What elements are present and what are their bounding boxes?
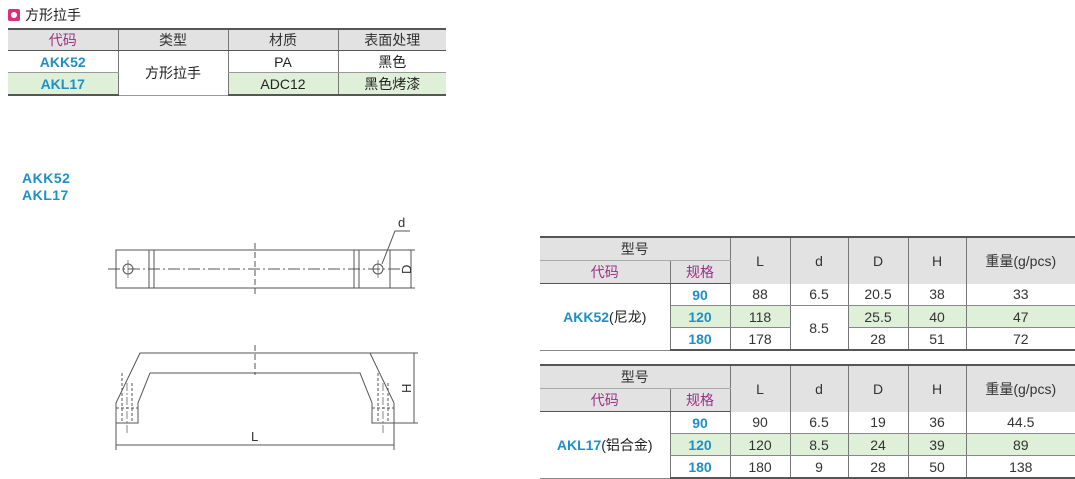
D-cell: 25.5 [847,305,908,328]
H-cell: 51 [907,327,966,351]
H-cell: 50 [907,455,966,479]
size-cell: 120 [669,433,730,456]
top-view [108,230,415,295]
d-cell: 8.5 [789,433,848,456]
header-weight: 重量(g/pcs) [965,364,1075,412]
size-cell: 120 [669,305,730,328]
header-code: 代码 [540,260,670,284]
header-H: H [907,236,966,284]
D-cell: 28 [847,455,908,479]
table-row: AKL17 ADC12 黑色烤漆 [8,72,446,96]
L-cell: 178 [729,327,790,351]
header-D: D [847,364,908,412]
dim-label-L: L [251,429,258,444]
table-row: AKK52 方形拉手 PA 黑色 [8,50,446,96]
D-cell: 24 [847,433,908,456]
row-code: AKL17 [8,72,118,96]
table-row: 120 120 8.5 24 39 89 [540,433,1075,456]
weight-cell: 138 [965,455,1075,479]
header-code: 代码 [8,28,118,51]
row-finish: 黑色烤漆 [337,72,446,96]
D-cell: 19 [847,411,908,434]
D-cell: 20.5 [847,283,908,306]
section-bullet-icon [8,9,20,21]
front-view [115,345,418,450]
d-cell: 6.5 [789,411,848,434]
handle-drawing: d D H L [108,215,418,450]
size-cell: 90 [669,283,730,306]
model-code-2: AKL17 [22,187,69,203]
table-row: 180 180 9 28 50 138 [540,455,1075,479]
header-weight: 重量(g/pcs) [965,236,1075,284]
header-D: D [847,236,908,284]
section-title: 方形拉手 [8,6,81,24]
row-material: ADC12 [227,72,338,96]
header-spec: 规格 [669,260,730,284]
weight-cell: 47 [965,305,1075,328]
header-L: L [729,364,790,412]
d-cell: 6.5 [789,283,848,306]
row-type: 方形拉手 [117,50,228,96]
H-cell: 36 [907,411,966,434]
header-code: 代码 [540,388,670,412]
H-cell: 39 [907,433,966,456]
header-material: 材质 [227,28,338,51]
weight-cell: 33 [965,283,1075,306]
header-model: 型号 [540,236,730,261]
row-finish: 黑色 [337,50,446,73]
D-cell: 28 [847,327,908,351]
dim-label-H: H [399,384,414,393]
table-row: 120 118 8.5 25.5 40 47 [540,305,1075,351]
header-spec: 规格 [669,388,730,412]
material-table: 代码 类型 材质 表面处理 AKK52 方形拉手 PA 黑色 AKL17 ADC… [8,28,446,96]
header-model: 型号 [540,364,730,389]
size-cell: 180 [669,327,730,351]
H-cell: 40 [907,305,966,328]
section-title-text: 方形拉手 [25,7,81,23]
header-type: 类型 [117,28,228,51]
table-row: AKL17(铝合金) 90 90 6.5 19 36 44.5 [540,411,1075,479]
header-d: d [789,364,848,412]
dim-label-D: D [399,265,414,274]
spec-table-akk52: 型号 L d D H 重量(g/pcs) 代码 规格 AKK52(尼龙) 90 … [540,236,1075,351]
L-cell: 88 [729,283,790,306]
dim-label-d: d [398,215,405,230]
header-H: H [907,364,966,412]
header-d: d [789,236,848,284]
table-row: AKK52(尼龙) 90 88 6.5 20.5 38 33 [540,283,1075,351]
size-cell: 90 [669,411,730,434]
H-cell: 38 [907,283,966,306]
header-finish: 表面处理 [337,28,446,51]
weight-cell: 44.5 [965,411,1075,434]
row-material: PA [227,50,338,73]
model-cell: AKK52(尼龙) [540,283,670,351]
size-cell: 180 [669,455,730,479]
weight-cell: 72 [965,327,1075,351]
header-L: L [729,236,790,284]
L-cell: 118 [729,305,790,328]
d-cell: 8.5 [789,305,848,351]
table-row: 180 178 28 51 72 [540,327,1075,351]
L-cell: 90 [729,411,790,434]
L-cell: 180 [729,455,790,479]
weight-cell: 89 [965,433,1075,456]
model-code-1: AKK52 [22,170,71,186]
model-cell: AKL17(铝合金) [540,411,670,479]
row-code: AKK52 [8,50,118,73]
spec-table-akl17: 型号 L d D H 重量(g/pcs) 代码 规格 AKL17(铝合金) 90… [540,364,1075,479]
L-cell: 120 [729,433,790,456]
d-cell: 9 [789,455,848,479]
